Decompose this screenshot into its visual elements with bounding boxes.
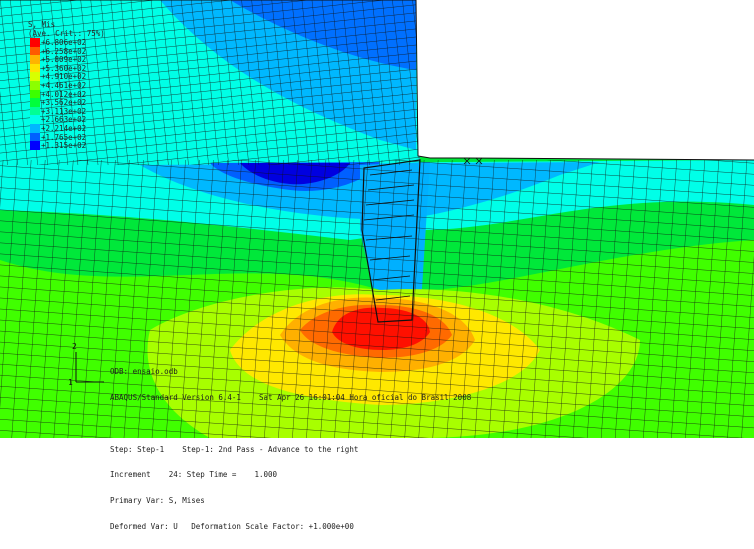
legend-value: +3.562e+02	[41, 98, 87, 108]
legend-row: +1.315e+02	[28, 141, 148, 150]
legend-swatch	[30, 72, 40, 81]
legend-swatch	[30, 98, 40, 107]
legend-value: +3.113e+02	[41, 106, 87, 116]
legend-swatch	[30, 89, 40, 99]
legend-swatch	[30, 80, 40, 90]
deformed-mesh-contour-plot	[0, 0, 754, 438]
info-line-step: Step: Step-1 Step-1: 2nd Pass - Advance …	[110, 444, 359, 454]
legend-swatch	[30, 55, 40, 64]
legend-swatch	[30, 132, 40, 142]
legend-swatch	[30, 38, 40, 47]
info-line-odb: ODB: ensaio.odb	[110, 367, 178, 377]
legend-value: +4.012e+02	[41, 89, 87, 99]
fem-contour-viewport[interactable]: S, Mis (Ave. Crit.: 75%) +6.806e+02+6.25…	[0, 0, 754, 530]
legend-value: +6.258e+02	[41, 46, 87, 56]
legend-subtitle: (Ave. Crit.: 75%)	[28, 29, 105, 38]
legend-swatch	[30, 115, 40, 124]
legend-value: +4.461e+02	[41, 80, 87, 90]
legend-value: +1.315e+02	[41, 141, 87, 151]
legend-row: +5.809e+02	[28, 55, 148, 64]
legend-row: +4.012e+02	[28, 89, 148, 99]
legend-swatch	[30, 63, 40, 73]
legend-row: +2.663e+02	[28, 115, 148, 124]
legend-value: +5.360e+02	[41, 63, 87, 73]
info-line-deformed-var: Deformed Var: U Deformation Scale Factor…	[110, 521, 354, 531]
triad-arrows	[75, 352, 104, 383]
legend-title: S, Mis	[28, 20, 56, 29]
legend-swatch	[30, 141, 40, 150]
legend-row: +6.806e+02	[28, 38, 148, 47]
info-line-increment: Increment 24: Step Time = 1.000	[110, 470, 278, 480]
legend-value: +1.765e+02	[41, 132, 87, 142]
legend-row: +1.765e+02	[28, 132, 148, 142]
triad-x-label: 1	[68, 378, 73, 387]
legend-value: +2.663e+02	[41, 115, 87, 125]
legend-row: +3.113e+02	[28, 106, 148, 116]
legend-row: +3.562e+02	[28, 98, 148, 107]
legend-value: +2.214e+02	[41, 123, 87, 133]
info-line-primary-var: Primary Var: S, Mises	[110, 496, 205, 506]
triad-y-label: 2	[72, 342, 77, 351]
contour-legend: S, Mis (Ave. Crit.: 75%) +6.806e+02+6.25…	[28, 20, 148, 150]
axis-triad: 2 1	[66, 342, 106, 388]
legend-swatch	[30, 106, 40, 116]
info-line-version: ABAQUS/Standard Version 6.4-1 Sat Apr 26…	[110, 392, 472, 402]
legend-row: +6.258e+02	[28, 46, 148, 56]
legend-scale: +6.806e+02+6.258e+02+5.809e+02+5.360e+02…	[28, 38, 148, 150]
legend-row: +2.214e+02	[28, 123, 148, 133]
legend-row: +4.910e+02	[28, 72, 148, 81]
legend-value: +5.809e+02	[41, 55, 87, 65]
legend-row: +4.461e+02	[28, 80, 148, 90]
legend-value: +4.910e+02	[41, 72, 87, 82]
legend-row: +5.360e+02	[28, 63, 148, 73]
legend-swatch	[30, 46, 40, 56]
analysis-info-block: ODB: ensaio.odb ABAQUS/Standard Version …	[110, 351, 471, 549]
legend-swatch	[30, 123, 40, 133]
legend-value: +6.806e+02	[41, 38, 87, 47]
